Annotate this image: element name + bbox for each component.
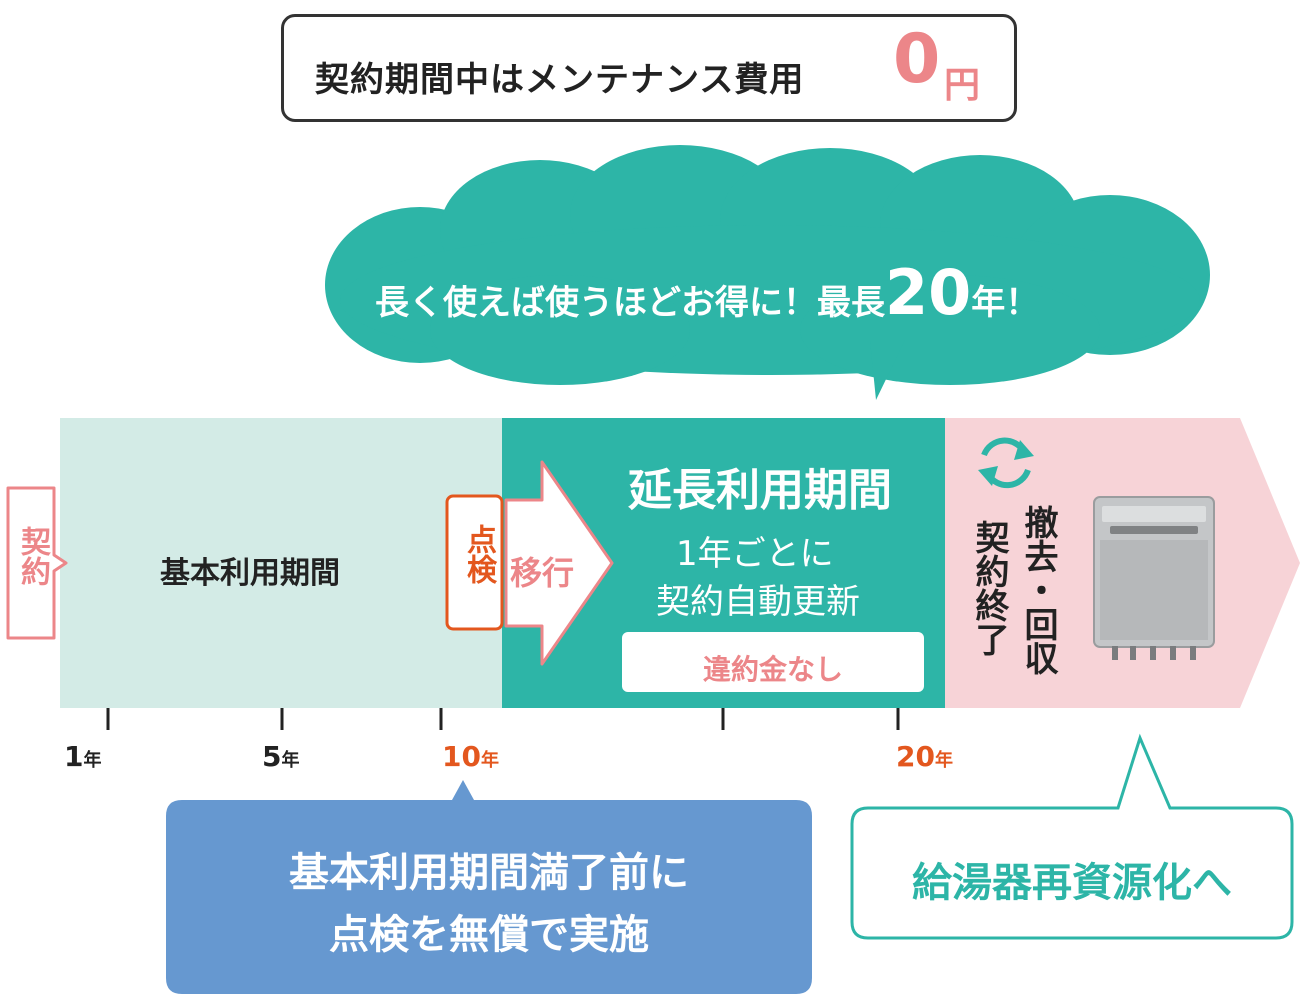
tick-label-20: 20年 xyxy=(896,740,953,773)
transition-label: 移行 xyxy=(510,554,575,592)
speech-cloud xyxy=(325,145,1210,400)
cloud-message: 長く使えば使うほどお得に！最長20年！ xyxy=(375,256,1039,329)
cloud-message-emphasis: 20 xyxy=(885,256,972,329)
cloud-message-suffix: 年！ xyxy=(971,283,1040,323)
contract-tag xyxy=(6,486,68,640)
extended-period-sub2: 契約自動更新 xyxy=(656,582,860,622)
inspection-callout-text: 基本利用期間満了前に 点検を無償で実施 xyxy=(166,842,812,966)
inspection-callout-line2: 点検を無償で実施 xyxy=(329,912,649,958)
removal-label: 撤去・回収 xyxy=(1018,505,1058,675)
maintenance-cost-yen: 円 xyxy=(944,65,981,106)
basic-period-band xyxy=(60,418,504,708)
axis-ticks xyxy=(106,708,900,730)
tick-label-1: 1年 xyxy=(64,740,102,773)
maintenance-cost-box xyxy=(281,14,1017,122)
inspection-callout-line1: 基本利用期間満了前に xyxy=(289,850,689,896)
no-penalty-box xyxy=(622,632,924,692)
extended-period-sub1: 1年ごとに xyxy=(676,534,834,574)
extended-period-title: 延長利用期間 xyxy=(628,465,892,516)
maintenance-cost-text: 契約期間中はメンテナンス費用 xyxy=(315,60,805,100)
inspection-box xyxy=(445,494,504,631)
basic-period-label: 基本利用期間 xyxy=(160,556,340,591)
contract-label: 契約 xyxy=(15,526,50,586)
tick-label-5: 5年 xyxy=(262,740,300,773)
recycle-callout-text: 給湯器再資源化へ xyxy=(912,860,1232,906)
cloud-message-text: 長く使えば使うほどお得に！最長 xyxy=(375,283,885,323)
transition-arrow xyxy=(504,460,614,666)
inspection-label: 点検 xyxy=(461,524,496,584)
maintenance-cost-zero: 0 xyxy=(893,20,941,99)
no-penalty-label: 違約金なし xyxy=(702,653,843,686)
inspection-callout xyxy=(166,780,812,994)
recycle-callout xyxy=(850,733,1294,940)
water-heater-image xyxy=(1093,496,1215,660)
tick-label-10: 10年 xyxy=(442,740,499,773)
contract-end-label: 契約終了 xyxy=(969,520,1009,656)
